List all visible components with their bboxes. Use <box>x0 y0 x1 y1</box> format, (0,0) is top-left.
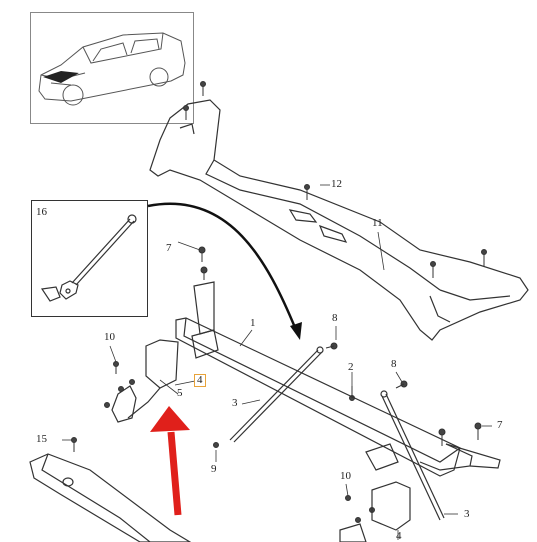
label-4-lower: 4 <box>396 530 402 542</box>
stay-rods <box>229 346 445 521</box>
car-icon <box>38 32 186 106</box>
label-16: 16 <box>36 206 47 218</box>
label-3-left: 3 <box>232 397 238 409</box>
callout-arrow <box>147 202 302 340</box>
red-arrow-up-icon <box>150 406 190 516</box>
stay-rod-detail-icon <box>40 214 137 302</box>
label-1: 1 <box>250 317 256 329</box>
label-10-left: 10 <box>104 331 115 343</box>
label-12: 12 <box>331 178 342 190</box>
label-2: 2 <box>348 361 354 373</box>
label-10-right: 10 <box>340 470 351 482</box>
label-7-upper: 7 <box>166 242 172 254</box>
left-bracket <box>111 339 179 423</box>
label-4-highlighted: 4 <box>194 374 206 387</box>
label-8-right: 8 <box>391 358 397 370</box>
label-5: 5 <box>177 387 183 399</box>
vehicle-thumbnail <box>30 12 194 124</box>
label-7-right: 7 <box>497 419 503 431</box>
label-8-upper: 8 <box>332 312 338 324</box>
bumper-beam <box>29 453 192 542</box>
label-15: 15 <box>36 433 47 445</box>
cross-member <box>175 281 501 477</box>
detail-box-16 <box>31 200 148 317</box>
label-11: 11 <box>372 217 383 229</box>
upper-cover-panel <box>149 99 529 341</box>
label-9: 9 <box>211 463 217 475</box>
leader-lines <box>62 184 492 540</box>
bolt-icons <box>71 81 487 523</box>
label-3-right: 3 <box>464 508 470 520</box>
right-bracket <box>339 481 411 542</box>
